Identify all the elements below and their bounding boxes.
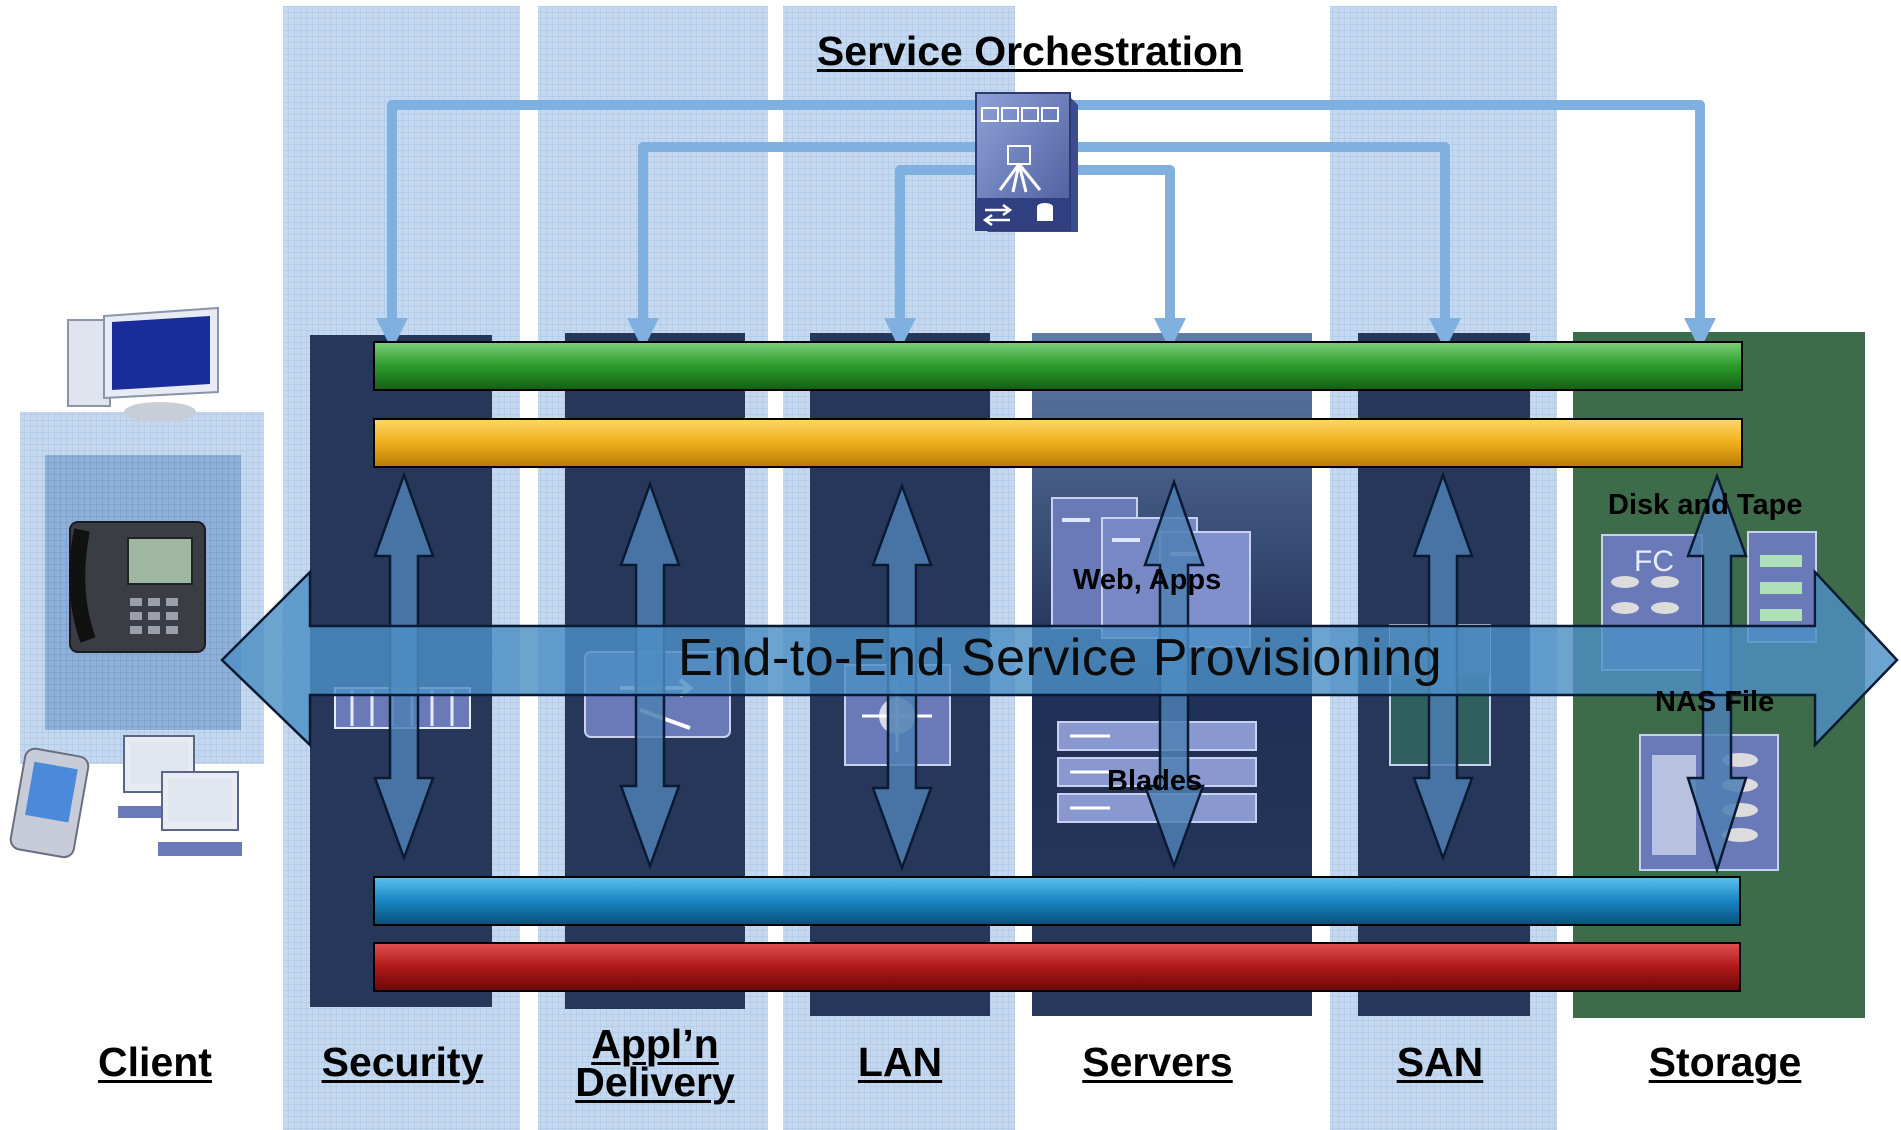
blades-label: Blades xyxy=(1107,765,1203,797)
column-label-security: Security xyxy=(321,1039,484,1085)
bar-blue xyxy=(373,876,1741,926)
fc-label: FC xyxy=(1634,545,1674,578)
nas-file-label: NAS File xyxy=(1655,686,1775,718)
column-label-client: Client xyxy=(98,1039,212,1085)
tape-library-icon xyxy=(1747,531,1817,643)
blade-server-icon xyxy=(1057,721,1257,823)
column-label-appln-delivery: Appl’n Delivery xyxy=(575,1021,735,1105)
orchestration-device-icon xyxy=(975,92,1078,232)
ip-phone-icon xyxy=(69,521,206,653)
column-label-san: SAN xyxy=(1396,1039,1484,1085)
web-apps-label: Web, Apps xyxy=(1073,564,1222,596)
bar-green xyxy=(373,341,1743,391)
orchestration-arrowheads xyxy=(376,318,1716,350)
desktop-computer-icon xyxy=(67,306,219,422)
workstations-icon xyxy=(118,735,242,856)
end-to-end-arrow xyxy=(220,568,1899,749)
bar-red xyxy=(373,942,1741,992)
pda-icon xyxy=(9,747,90,859)
banner-label: End-to-End Service Provisioning xyxy=(677,629,1443,687)
column-label-storage: Storage xyxy=(1648,1039,1802,1085)
bar-yellow xyxy=(373,418,1743,468)
disk-tape-label: Disk and Tape xyxy=(1608,489,1803,521)
diagram-title: Service Orchestration xyxy=(816,28,1244,74)
column-label-servers: Servers xyxy=(1082,1039,1233,1085)
column-label-lan: LAN xyxy=(857,1039,943,1085)
